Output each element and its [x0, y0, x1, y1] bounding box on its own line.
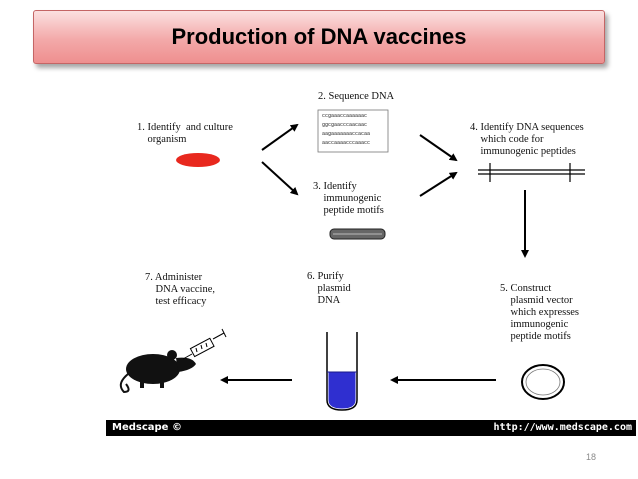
arrow-1-to-3: [261, 161, 299, 196]
page-number: 18: [586, 452, 597, 462]
sequence-line-1: ccgaaaccaaaaaac: [322, 113, 368, 119]
sequence-line-3: aagaaaaaaaccacaa: [322, 131, 371, 137]
step-6-label: 6. Purify plasmid DNA: [307, 271, 351, 306]
arrow-1-to-2: [261, 123, 299, 151]
step-3-label: 3. Identify immunogenic peptide motifs: [313, 181, 384, 216]
plasmid-circle-icon: [521, 364, 565, 400]
step-4-label: 4. Identify DNA sequences which code for…: [470, 122, 584, 157]
step-7-label: 7. Administer DNA vaccine, test efficacy: [145, 272, 215, 307]
source-footer-bar: Medscape © http://www.medscape.com: [106, 420, 636, 436]
title-banner: Production of DNA vaccines: [33, 10, 605, 64]
test-tube-icon: [326, 332, 358, 411]
slide-title: Production of DNA vaccines: [171, 24, 467, 49]
arrow-3-to-4: [419, 171, 458, 197]
footer-brand: Medscape ©: [112, 422, 182, 433]
sequence-line-2: ggcgaacccaacaac: [322, 122, 368, 128]
step-2-label: 2. Sequence DNA: [318, 91, 395, 102]
arrow-2-to-4: [419, 134, 458, 162]
step-1-label: 1. Identify and culture organism: [137, 122, 233, 145]
organism-culture-icon: [176, 153, 220, 167]
step-5-label: 5. Construct plasmid vector which expres…: [500, 283, 580, 342]
dna-segment-icon: [478, 163, 585, 182]
mouse-icon: [119, 350, 196, 394]
dna-sequence-box: [317, 109, 389, 153]
syringe-icon: [182, 328, 227, 360]
peptide-band-icon: [329, 228, 386, 240]
footer-url: http://www.medscape.com: [493, 422, 632, 433]
sequence-line-4: aaccaaaacccaaacc: [322, 140, 371, 146]
